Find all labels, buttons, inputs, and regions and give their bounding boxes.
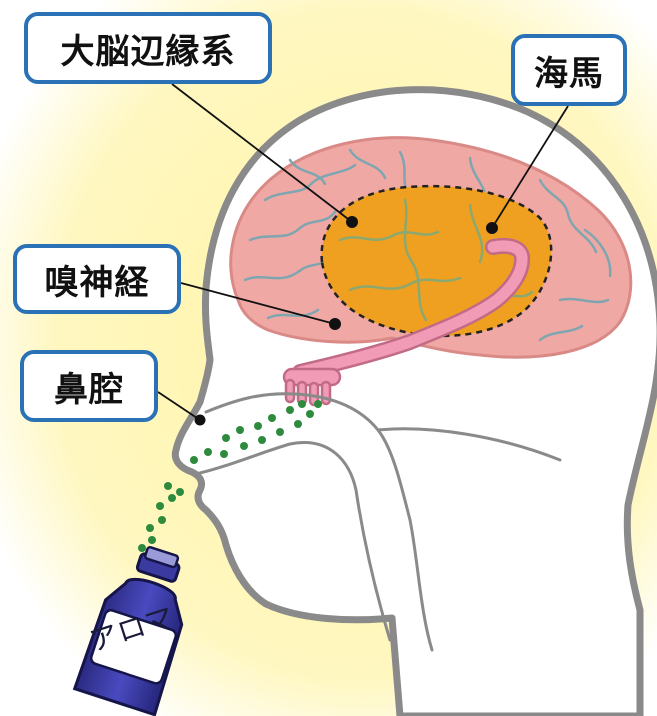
- hippocampus-label-text: 海馬: [534, 46, 604, 95]
- nasal-cavity-label-text: 鼻腔: [54, 362, 124, 411]
- limbic-system-label: 大脳辺縁系: [24, 12, 272, 84]
- olfactory-nerve-label: 嗅神経: [13, 244, 181, 314]
- limbic-system-label-text: 大脳辺縁系: [61, 24, 236, 73]
- hippocampus-label: 海馬: [511, 34, 627, 106]
- olfactory-nerve-label-text: 嗅神経: [45, 255, 150, 304]
- nasal-cavity-label: 鼻腔: [20, 350, 158, 422]
